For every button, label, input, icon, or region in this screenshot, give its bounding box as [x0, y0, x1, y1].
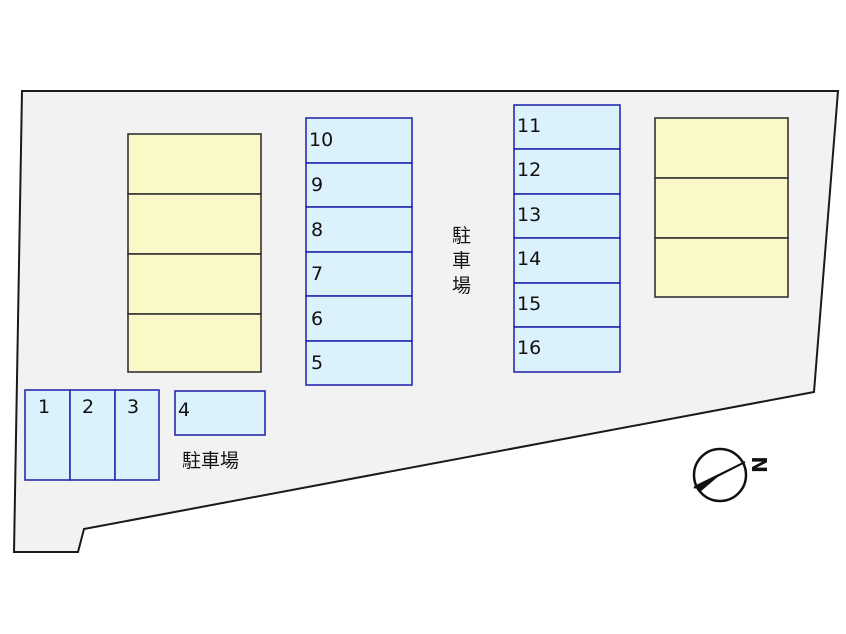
parking-label-vertical: 駐 車 場 [452, 225, 471, 297]
parking-slot-5 [305, 340, 413, 386]
parking-slot-6 [305, 295, 413, 342]
building-unit [127, 133, 262, 195]
slot-group-left: 1 2 3 [24, 389, 160, 481]
parking-slot-4 [174, 390, 266, 436]
slot-label: 1 [38, 396, 50, 418]
slot-label: 4 [178, 399, 190, 421]
building-left [127, 133, 262, 373]
north-letter: N [748, 456, 772, 473]
slot-group-middle: 10 9 8 7 6 5 [305, 117, 413, 386]
slot-label: 7 [311, 263, 323, 285]
parking-slot-12 [513, 148, 621, 195]
slot-label: 13 [517, 204, 541, 226]
slot-label: 11 [517, 115, 541, 137]
building-unit [654, 117, 789, 179]
parking-slot-14 [513, 237, 621, 284]
building-unit [127, 313, 262, 373]
parking-slot-10 [305, 117, 413, 164]
slot-label: 15 [517, 293, 541, 315]
parking-label-char: 駐 [452, 225, 471, 247]
slot-label: 9 [311, 174, 323, 196]
parking-slot-3 [114, 389, 160, 481]
slot-label: 8 [311, 219, 323, 241]
parking-label-char: 車 [452, 250, 471, 272]
parking-slot-8 [305, 206, 413, 253]
slot-label: 3 [127, 396, 139, 418]
slot-label: 5 [311, 352, 323, 374]
slot-group-4: 4 [174, 390, 266, 436]
slot-label: 12 [517, 159, 541, 181]
slot-label: 16 [517, 337, 541, 359]
parking-slot-13 [513, 193, 621, 239]
parking-slot-7 [305, 251, 413, 297]
slot-label: 6 [311, 308, 323, 330]
parking-slot-1 [24, 389, 71, 481]
slot-label: 10 [309, 129, 333, 151]
slot-group-right: 11 12 13 14 15 16 [513, 104, 621, 373]
parking-label: 駐車場 [182, 450, 239, 472]
slot-label: 14 [517, 248, 541, 270]
parking-slot-16 [513, 326, 621, 373]
building-unit [127, 193, 262, 255]
parking-slot-9 [305, 162, 413, 208]
building-unit [654, 177, 789, 239]
north-arrow-icon: N [692, 447, 772, 503]
building-right [654, 117, 789, 298]
parking-slot-15 [513, 282, 621, 328]
building-unit [127, 253, 262, 315]
slot-label: 2 [82, 396, 94, 418]
parking-label-char: 場 [452, 275, 471, 297]
building-unit [654, 237, 789, 298]
parking-slot-11 [513, 104, 621, 150]
